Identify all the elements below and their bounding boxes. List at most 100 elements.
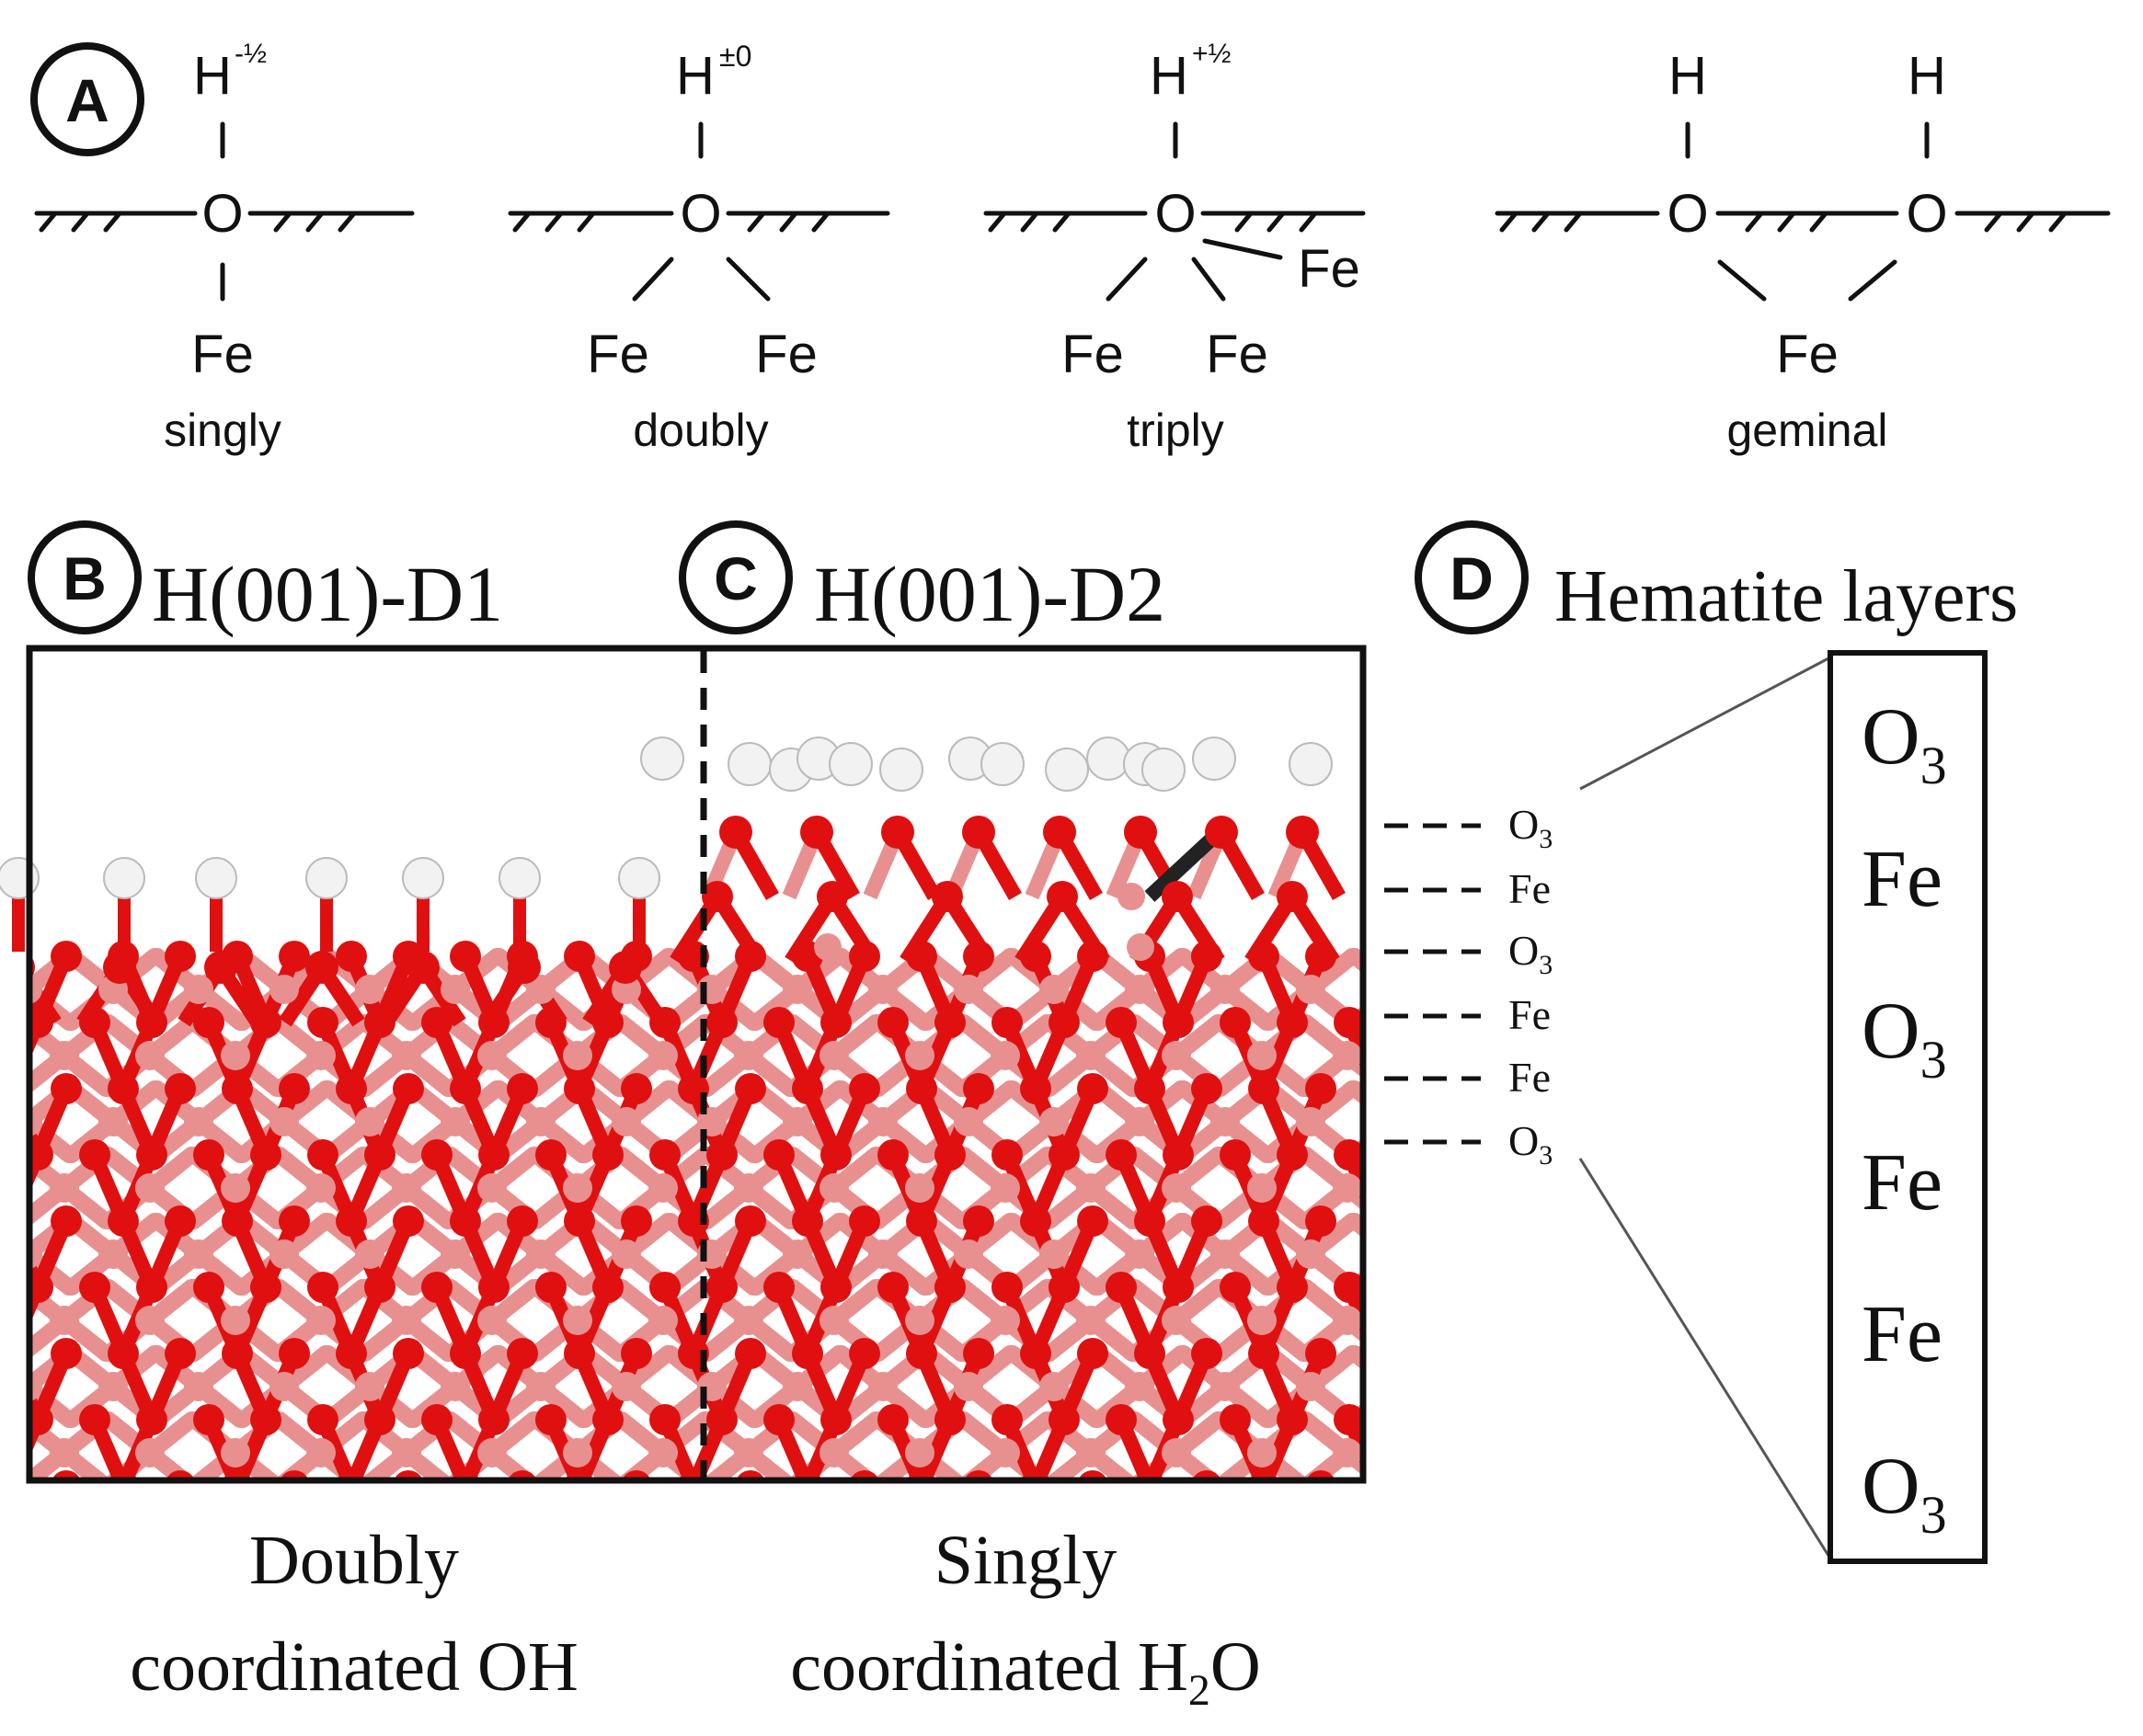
iron-atom xyxy=(477,1438,507,1468)
oxygen-atom xyxy=(1362,951,1363,962)
iron-atom xyxy=(184,975,213,1004)
iron-atom xyxy=(98,1239,128,1269)
layer-box-label: O3 xyxy=(1862,1442,1947,1545)
oxygen-atom xyxy=(1277,1139,1308,1171)
oxygen-atom xyxy=(51,1338,82,1369)
panel-a-letter: A xyxy=(65,66,109,134)
oxygen-atom xyxy=(564,1338,595,1369)
oxygen-atom xyxy=(1334,1139,1363,1171)
fe-o-bond xyxy=(1433,1320,1474,1353)
geminal-oxygen-right: O xyxy=(1906,184,1947,244)
hydrogen-atom xyxy=(0,857,40,899)
singly-caption: singly xyxy=(164,405,281,456)
fe-o-bond xyxy=(1433,1287,1474,1320)
iron-atom xyxy=(355,975,384,1004)
oxygen-atom xyxy=(991,1007,1023,1038)
iron-atom xyxy=(1117,883,1145,910)
oxygen-atom xyxy=(1277,1404,1308,1435)
oxygen-atom xyxy=(763,1007,795,1038)
iron-atom xyxy=(526,1372,556,1401)
oxygen-atom xyxy=(165,1205,196,1237)
oxygen-atom xyxy=(222,1073,253,1104)
o-bond xyxy=(802,1479,813,1480)
oxygen-atom xyxy=(136,1404,167,1435)
geminal-caption: geminal xyxy=(1726,405,1887,456)
iron-atom xyxy=(1381,1372,1411,1401)
oxygen-atom xyxy=(450,1073,481,1104)
oxygen-atom xyxy=(507,1073,538,1104)
o-bond xyxy=(1378,956,1406,1022)
oxygen-atom xyxy=(535,1007,567,1038)
iron-atom xyxy=(184,1372,213,1401)
fe-o-bond xyxy=(1396,1122,1438,1155)
oxygen-atom xyxy=(649,1139,681,1171)
oxygen-atom xyxy=(79,1007,110,1038)
oxygen-atom xyxy=(29,1404,53,1435)
oxygen-atom xyxy=(478,1272,510,1303)
oxygen-atom xyxy=(193,1272,224,1303)
oxygen-atom xyxy=(1362,1470,1393,1502)
iron-atom xyxy=(868,1107,898,1136)
hydrogen-atom xyxy=(728,742,772,786)
oxygen-atom xyxy=(792,1073,823,1104)
iron-atom xyxy=(477,1306,507,1335)
o-bond xyxy=(1378,1221,1406,1287)
oxygen-atom xyxy=(79,1272,110,1303)
iron-atom xyxy=(441,1239,470,1269)
iron-atom xyxy=(50,1438,79,1468)
oxygen-atom xyxy=(849,1073,880,1104)
oxygen-atom xyxy=(108,1205,139,1237)
iron-atom xyxy=(526,975,556,1004)
oxygen-atom xyxy=(820,1404,852,1435)
oxygen-atom xyxy=(877,1272,909,1303)
geminal-h-left: H xyxy=(1668,46,1707,106)
oxygen-atom xyxy=(223,1470,252,1480)
crystal-structure xyxy=(0,645,1474,1552)
oxygen-atom xyxy=(1047,881,1078,912)
o-bond xyxy=(859,1479,870,1480)
oxygen-atom xyxy=(817,881,848,912)
iron-atom xyxy=(392,1041,421,1070)
fe-o-bond xyxy=(1392,1320,1433,1353)
oxygen-atom xyxy=(307,1139,338,1171)
o-bond xyxy=(0,967,18,1022)
hydrogen-atom xyxy=(640,737,684,781)
panel-c-letter: C xyxy=(714,544,758,612)
oxygen-atom xyxy=(1220,1139,1251,1171)
iron-atom xyxy=(392,1173,421,1203)
oxygen-atom xyxy=(1248,1205,1279,1237)
triply-oxygen: O xyxy=(1154,184,1196,244)
oxygen-atom xyxy=(51,1073,82,1104)
oxygen-atom xyxy=(165,1338,196,1369)
oxygen-atom xyxy=(820,1007,852,1038)
iron-atom xyxy=(905,1438,934,1468)
iron-atom xyxy=(306,1173,336,1203)
oxygen-atom xyxy=(820,1139,852,1171)
oxygen-atom xyxy=(792,1338,823,1369)
oxygen-atom xyxy=(1077,1338,1108,1369)
o-bond xyxy=(1378,1353,1406,1420)
triply-fe-side: Fe xyxy=(1298,239,1360,299)
oxygen-atom xyxy=(932,881,963,912)
oxygen-atom xyxy=(963,1205,994,1237)
oxygen-atom xyxy=(51,941,82,972)
triply-fe-right: Fe xyxy=(1206,325,1268,384)
iron-atom xyxy=(1247,1173,1277,1203)
oxygen-atom xyxy=(621,1205,652,1237)
oxygen-atom xyxy=(800,816,833,849)
oxygen-atom xyxy=(706,1007,738,1038)
o-bond xyxy=(1378,1486,1406,1552)
hydrogen-atom xyxy=(195,857,237,899)
iron-atom xyxy=(1076,1306,1106,1335)
oxygen-atom xyxy=(108,1338,139,1369)
oxygen-atom xyxy=(1049,1404,1080,1435)
iron-atom xyxy=(221,1173,250,1203)
zoom-line-top xyxy=(1579,656,1831,791)
oxygen-atom xyxy=(478,1404,510,1435)
oxygen-atom xyxy=(1078,1470,1107,1480)
iron-atom xyxy=(954,1107,983,1136)
panel-c-badge xyxy=(679,520,793,634)
oxygen-atom xyxy=(906,1073,937,1104)
o-bond xyxy=(688,1479,699,1480)
oxygen-atom xyxy=(934,1139,966,1171)
